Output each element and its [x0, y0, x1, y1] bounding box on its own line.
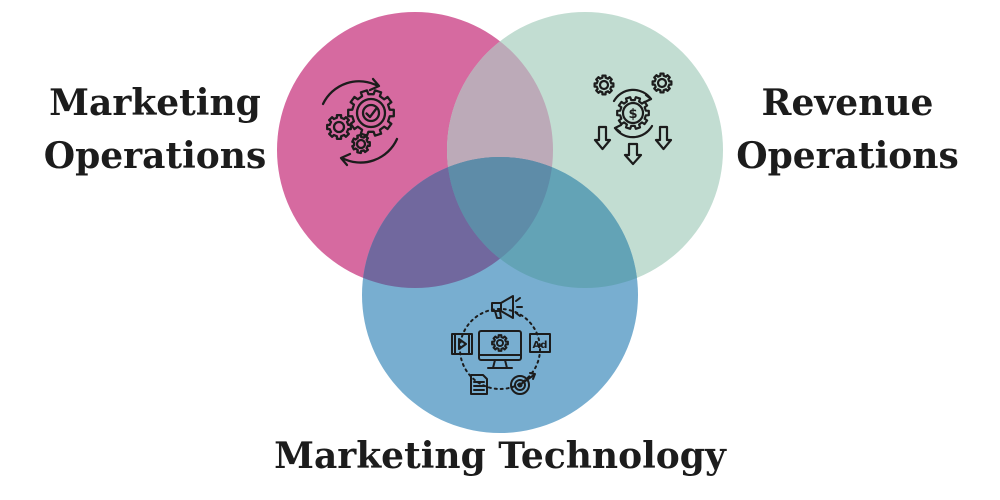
label-line: Operations: [43, 135, 267, 177]
marketing-operations-label: Marketing Operations: [30, 77, 280, 183]
gear-teeth: [351, 133, 371, 155]
label-line: Marketing Technology: [274, 435, 726, 477]
gears-cycle-icon: [321, 77, 399, 167]
ad-badge-icon: Ad: [529, 333, 551, 353]
label-line: Operations: [736, 135, 959, 177]
target-icon: [510, 372, 536, 395]
dollar-gears-arrows-icon: $: [593, 72, 673, 166]
video-play-icon: [451, 333, 473, 355]
gear-teeth: [651, 72, 673, 94]
gear-teeth: [616, 96, 650, 130]
down-arrow-icon: [593, 125, 612, 151]
down-arrow-icon: [654, 125, 673, 151]
small-gear-icon: [351, 133, 371, 155]
gear-teeth: [326, 114, 352, 140]
document-icon: [470, 374, 488, 395]
gear-teeth: [347, 89, 395, 137]
small-gear-icon: [593, 74, 615, 96]
marketing-technology-label: Marketing Technology: [250, 430, 750, 482]
gear-icon: [491, 334, 509, 352]
gear-teeth: [593, 74, 615, 96]
label-line: Revenue: [761, 82, 934, 124]
overlap-marketing-technology: [362, 157, 553, 288]
megaphone-icon: [491, 295, 523, 319]
ad-badge-text: Ad: [533, 340, 548, 351]
overlap-revenue-technology: [447, 157, 638, 288]
monitor-icon: [478, 330, 522, 369]
large-gear-icon: [347, 89, 395, 137]
label-line: Marketing: [49, 82, 261, 124]
revenue-operations-label: Revenue Operations: [725, 77, 970, 183]
small-gear-icon: [326, 114, 352, 140]
monitor-ad-network-icon: Ad: [451, 295, 551, 395]
down-arrow-icon: [623, 142, 643, 166]
dollar-sign: $: [628, 107, 637, 122]
dollar-gear-icon: [616, 96, 650, 130]
small-gear-icon: [651, 72, 673, 94]
gear-teeth: [491, 334, 509, 352]
